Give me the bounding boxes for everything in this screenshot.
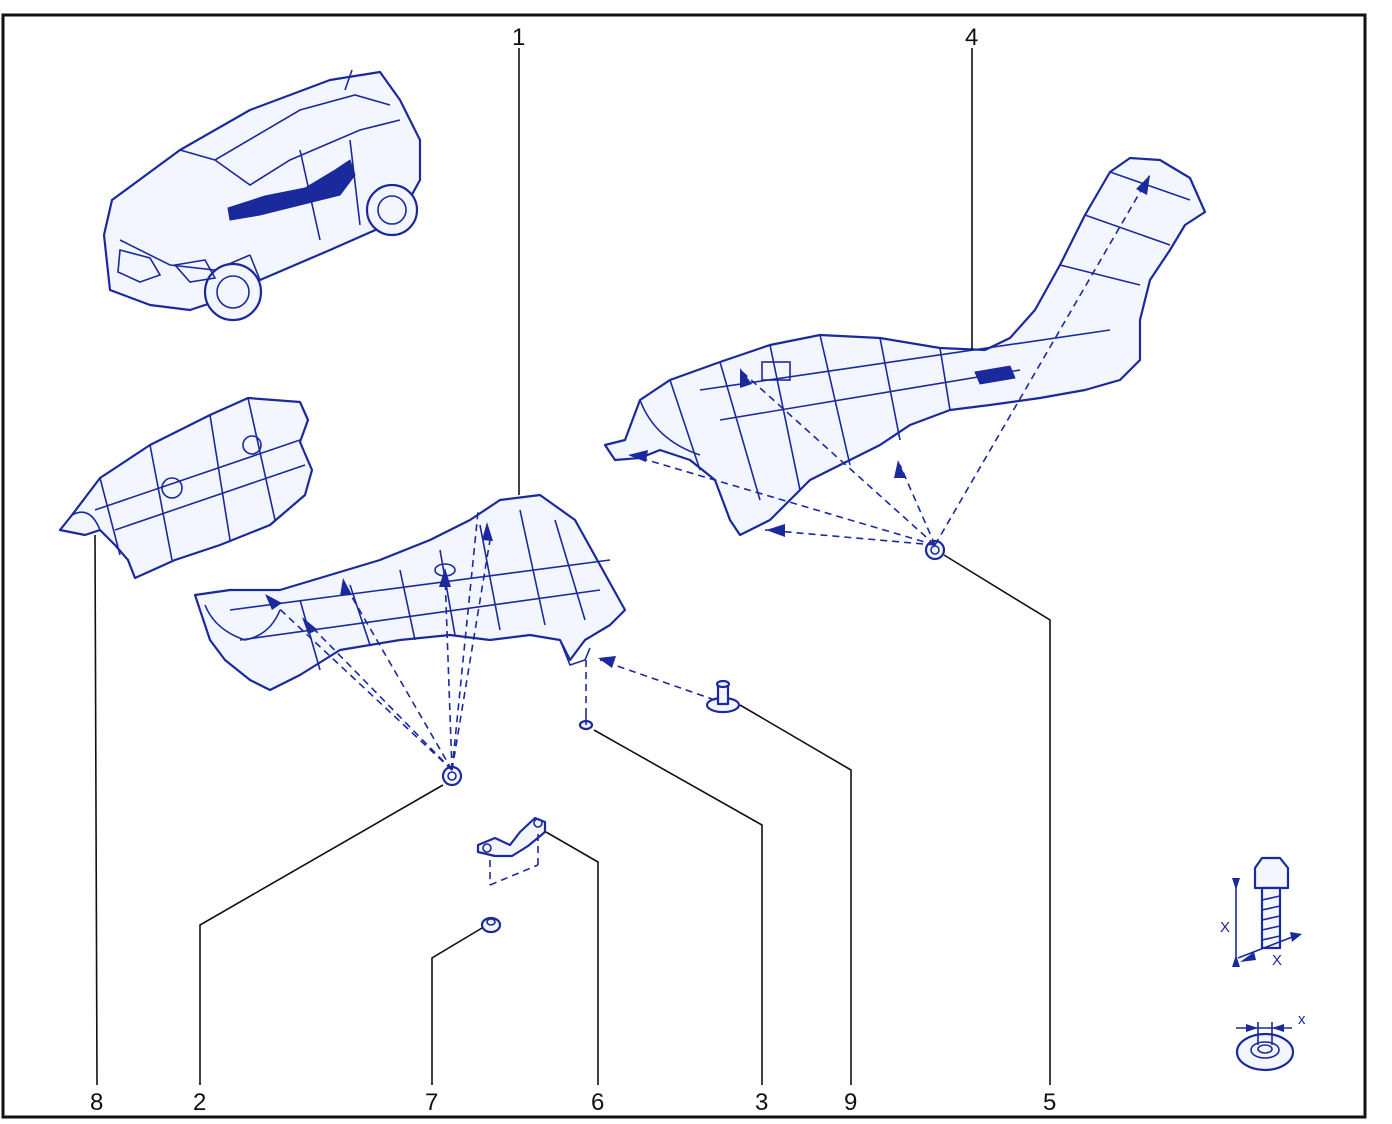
callout-6: 6 (591, 1089, 604, 1116)
vehicle-locator-illustration (102, 69, 422, 322)
nut-part-5 (924, 539, 946, 561)
bracket-part-6 (476, 816, 547, 858)
callout-1: 1 (512, 24, 525, 51)
bolt-thread-detail (1232, 856, 1302, 967)
heat-shield-rear (603, 156, 1207, 537)
bolt-diameter-label: X (1272, 952, 1282, 969)
callout-8: 8 (90, 1089, 103, 1116)
callout-4: 4 (965, 24, 978, 51)
nut-part-7 (480, 916, 502, 934)
heat-shield-front (58, 396, 314, 580)
callout-2: 2 (193, 1089, 206, 1116)
stud-part-9 (705, 679, 741, 714)
nut-thread-detail (1235, 1022, 1295, 1072)
screw-part-3 (578, 715, 594, 731)
callout-3: 3 (755, 1089, 768, 1116)
callout-9: 9 (844, 1089, 857, 1116)
nut-part-2 (441, 765, 463, 787)
callout-5: 5 (1043, 1089, 1056, 1116)
assembly-paths (265, 174, 1151, 886)
heat-shield-central (193, 493, 627, 692)
callout-7: 7 (425, 1089, 438, 1116)
diagram-frame (1, 13, 1367, 1119)
bolt-length-label: X (1220, 919, 1230, 936)
leader-lines (94, 48, 1051, 1086)
nut-thread-label: x (1298, 1011, 1306, 1028)
